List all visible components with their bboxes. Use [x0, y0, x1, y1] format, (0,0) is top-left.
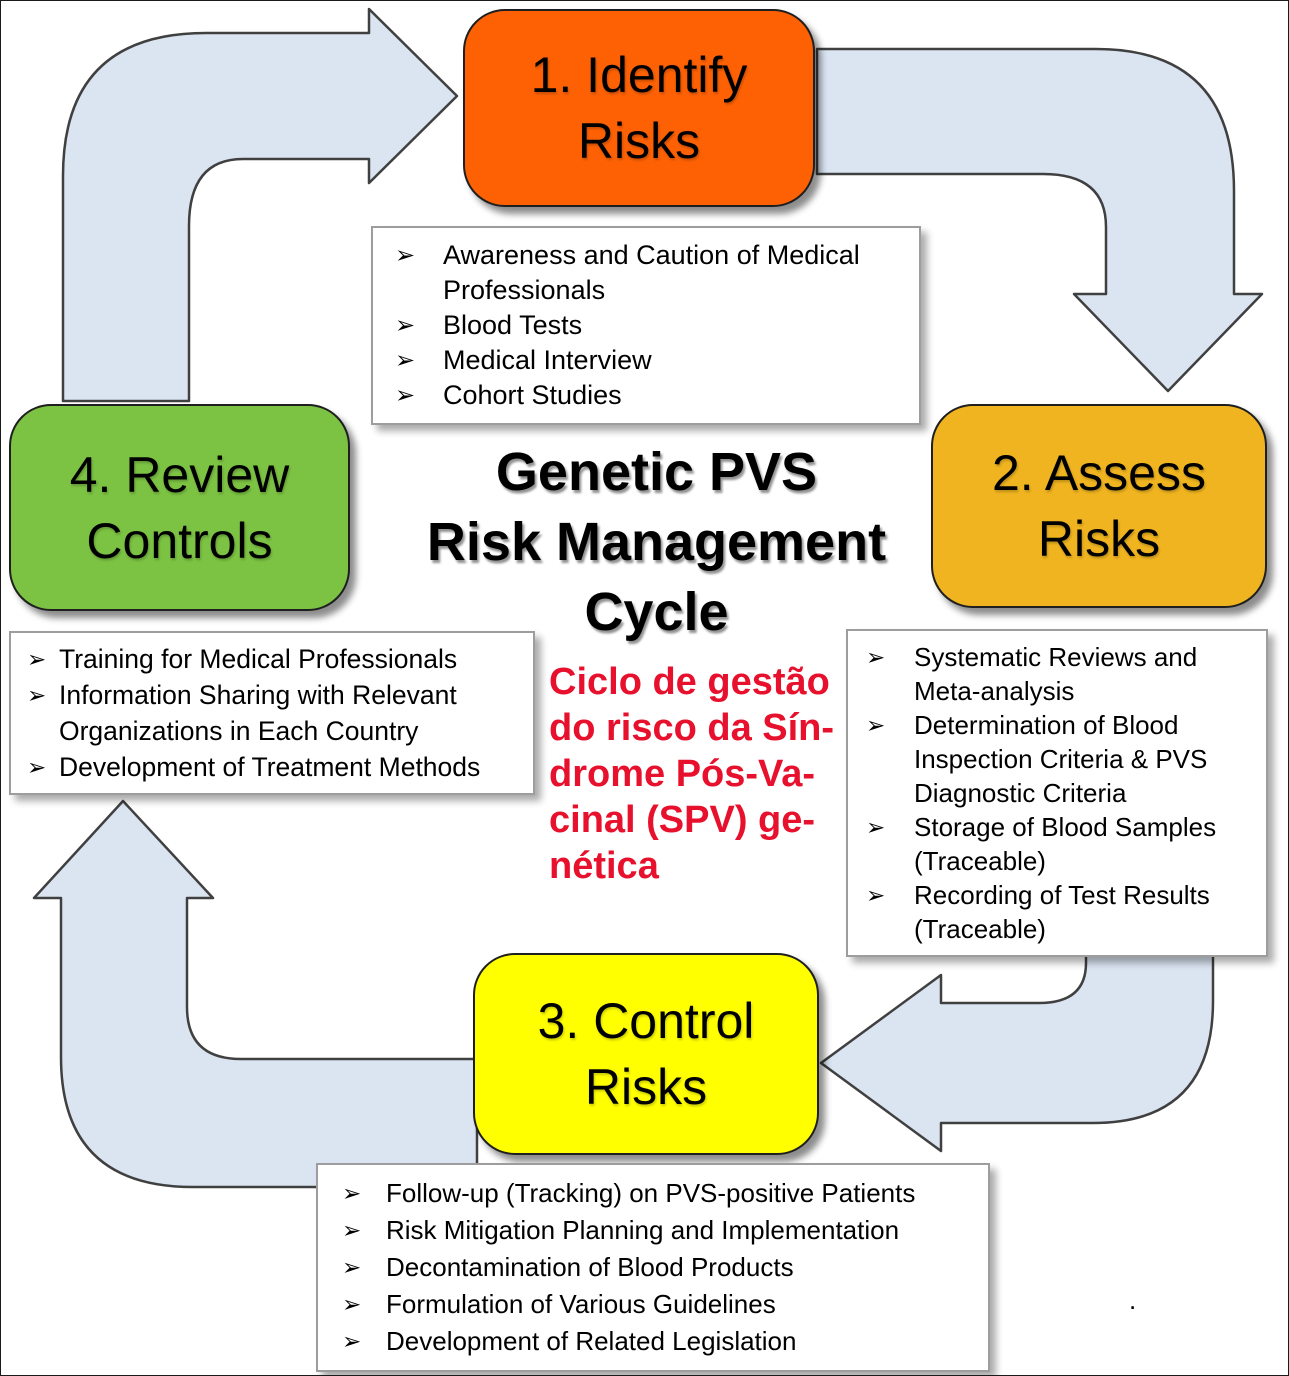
assess-risks-detail-panel: ➢ Systematic Reviews and Meta-analysis ➢… [846, 629, 1268, 957]
arrow-identify-to-assess [815, 47, 1264, 393]
list-item-text: Development of Related Legislation [386, 1326, 797, 1356]
list-item: ➢ Follow-up (Tracking) on PVS-positive P… [326, 1175, 980, 1212]
list-item: ➢ Formulation of Various Guidelines [326, 1286, 980, 1323]
list-item-text: Training for Medical Professionals [59, 644, 458, 674]
control-risks-detail-panel: ➢ Follow-up (Tracking) on PVS-positive P… [316, 1163, 990, 1372]
arrow-bullet-icon: ➢ [866, 882, 886, 908]
list-item-text: Medical Interview [443, 345, 652, 375]
arrow-bullet-icon: ➢ [395, 312, 416, 339]
list-item: ➢ Development of Treatment Methods [17, 749, 525, 785]
list-item: ➢ Systematic Reviews and Meta-analysis [852, 640, 1258, 708]
stage-control-risks: 3. Control Risks [473, 953, 819, 1155]
arrow-bullet-icon: ➢ [27, 646, 47, 672]
list-item: ➢ Blood Tests [379, 308, 905, 343]
stage-review-controls: 4. Review Controls [9, 404, 350, 611]
list-item: ➢ Determination of Blood Inspection Crit… [852, 708, 1258, 810]
list-item: ➢ Storage of Blood Samples (Traceable) [852, 810, 1258, 878]
identify-risks-detail-panel: ➢ Awareness and Caution of Medical Profe… [371, 226, 921, 425]
arrow-bullet-icon: ➢ [866, 814, 886, 840]
list-item: ➢ Awareness and Caution of Medical Profe… [379, 238, 905, 308]
list-item: ➢ Risk Mitigation Planning and Implement… [326, 1212, 980, 1249]
stray-mark: . [1129, 1285, 1137, 1315]
arrow-bullet-icon: ➢ [342, 1291, 362, 1317]
list-item-text: Risk Mitigation Planning and Implementat… [386, 1215, 900, 1245]
list-item: ➢ Cohort Studies [379, 378, 905, 413]
arrow-bullet-icon: ➢ [866, 712, 886, 738]
list-item-text: Blood Tests [443, 310, 583, 340]
review-controls-detail-panel: ➢ Training for Medical Professionals ➢ I… [9, 631, 535, 795]
arrow-bullet-icon: ➢ [342, 1254, 362, 1280]
arrow-control-to-review [32, 799, 479, 1189]
list-item-text: Recording of Test Results (Traceable) [914, 880, 1210, 944]
list-item-text: Determination of Blood Inspection Criter… [914, 710, 1208, 808]
arrow-assess-to-control [819, 949, 1215, 1153]
arrow-bullet-icon: ➢ [395, 347, 416, 374]
list-item-text: Systematic Reviews and Meta-analysis [914, 642, 1198, 706]
list-item-text: Follow-up (Tracking) on PVS-positive Pat… [386, 1178, 916, 1208]
list-item-text: Information Sharing with Relevant Organi… [59, 680, 457, 746]
arrow-bullet-icon: ➢ [27, 682, 47, 708]
arrow-bullet-icon: ➢ [342, 1328, 362, 1354]
list-item-text: Storage of Blood Samples (Traceable) [914, 812, 1217, 876]
stage-assess-risks: 2. Assess Risks [931, 404, 1267, 608]
list-item: ➢ Medical Interview [379, 343, 905, 378]
arrow-bullet-icon: ➢ [342, 1180, 362, 1206]
list-item-text: Cohort Studies [443, 380, 622, 410]
arrow-bullet-icon: ➢ [395, 242, 416, 269]
arrow-bullet-icon: ➢ [342, 1217, 362, 1243]
list-item-text: Development of Treatment Methods [59, 752, 481, 782]
arrow-review-to-identify [61, 7, 459, 403]
list-item: ➢ Recording of Test Results (Traceable) [852, 878, 1258, 946]
list-item: ➢ Decontamination of Blood Products [326, 1249, 980, 1286]
diagram-subtitle-portuguese: Ciclo de gestão do risco da Sín- drome P… [549, 661, 835, 887]
list-item: ➢ Information Sharing with Relevant Orga… [17, 677, 525, 749]
list-item: ➢ Training for Medical Professionals [17, 641, 525, 677]
list-item-text: Decontamination of Blood Products [386, 1252, 794, 1282]
arrow-bullet-icon: ➢ [866, 644, 886, 670]
diagram-title: Genetic PVS Risk Management Cycle [426, 442, 887, 643]
stage-identify-risks: 1. Identify Risks [463, 9, 815, 207]
list-item-text: Formulation of Various Guidelines [386, 1289, 776, 1319]
arrow-bullet-icon: ➢ [395, 382, 416, 409]
arrow-bullet-icon: ➢ [27, 754, 47, 780]
list-item-text: Awareness and Caution of Medical Profess… [443, 240, 860, 305]
list-item: ➢ Development of Related Legislation [326, 1323, 980, 1360]
